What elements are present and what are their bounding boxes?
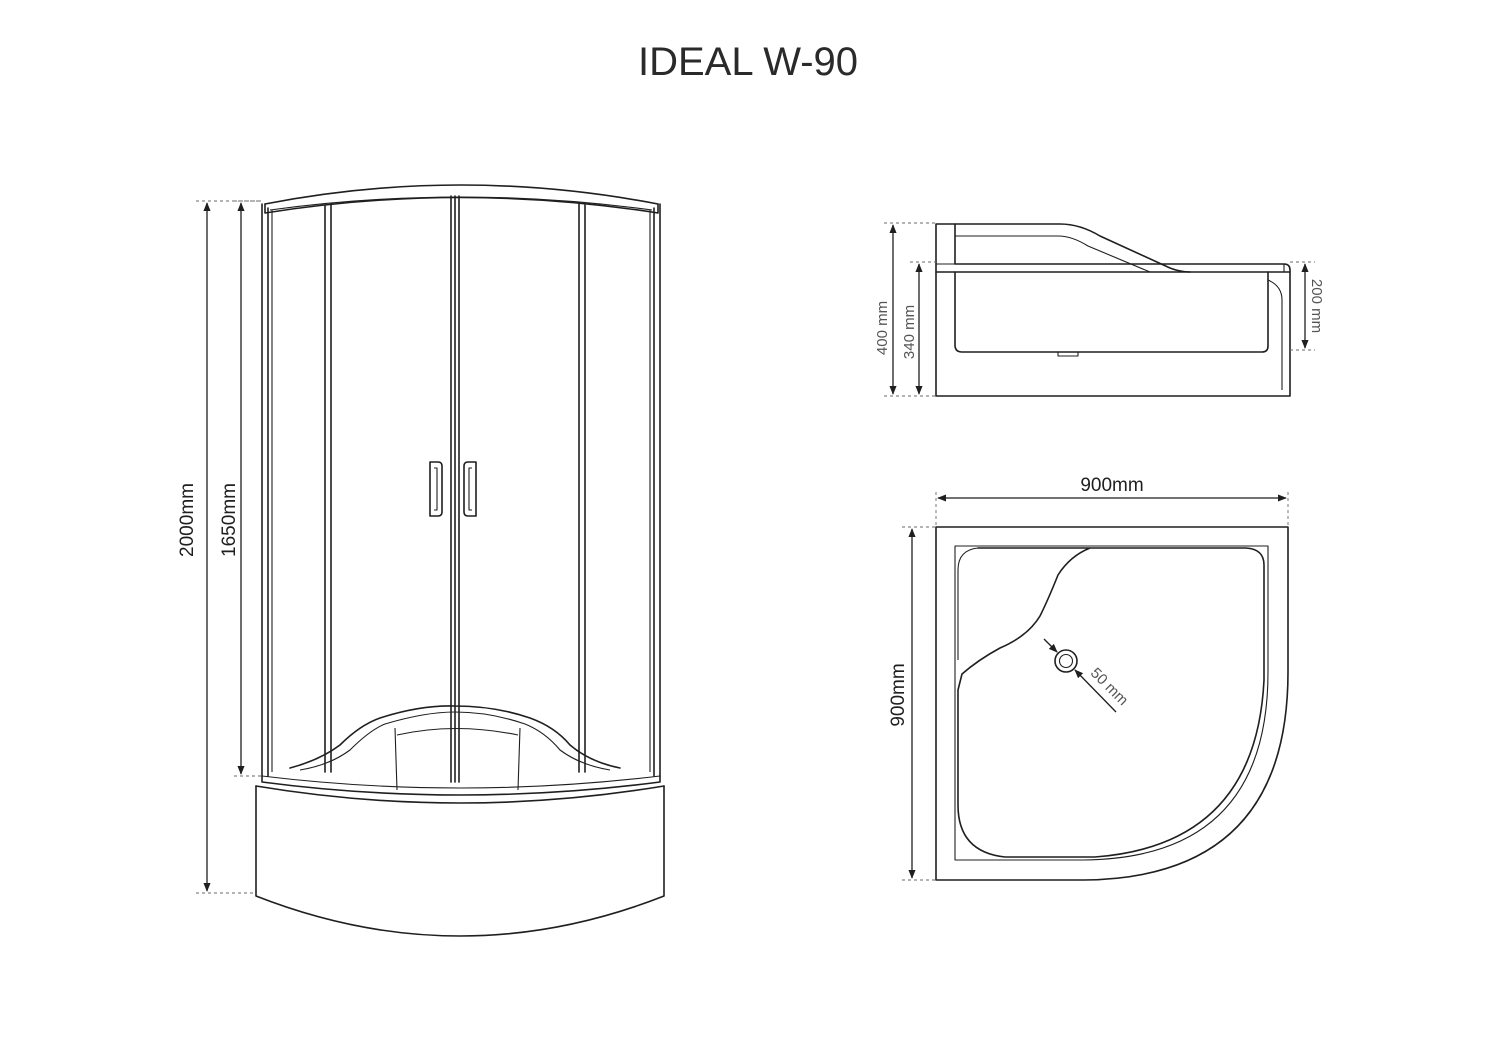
drawing-title: IDEAL W-90 bbox=[638, 40, 858, 84]
side-view bbox=[935, 223, 1291, 397]
enclosure-height-label: 1650mm bbox=[219, 483, 240, 557]
tray-depth-label: 200 mm bbox=[1308, 279, 1325, 333]
side-dimensions: 400 mm 340 mm 200 mm bbox=[874, 222, 1325, 397]
drain-diameter-label: 50 mm bbox=[1087, 665, 1131, 709]
left-door-handle bbox=[429, 461, 443, 517]
top-dimensions: 900mm 900mm 50 mm bbox=[888, 475, 1289, 881]
top-view bbox=[935, 526, 1289, 881]
side-total-height-label: 400 mm bbox=[874, 301, 891, 355]
total-height-label: 2000mm bbox=[177, 483, 198, 557]
top-depth-label: 900mm bbox=[888, 663, 909, 726]
right-door-handle bbox=[463, 461, 477, 517]
front-dimensions: 2000mm 1650mm bbox=[177, 200, 262, 894]
front-view bbox=[255, 184, 665, 937]
side-inner-height-label: 340 mm bbox=[901, 305, 918, 359]
top-width-label: 900mm bbox=[1080, 475, 1143, 496]
